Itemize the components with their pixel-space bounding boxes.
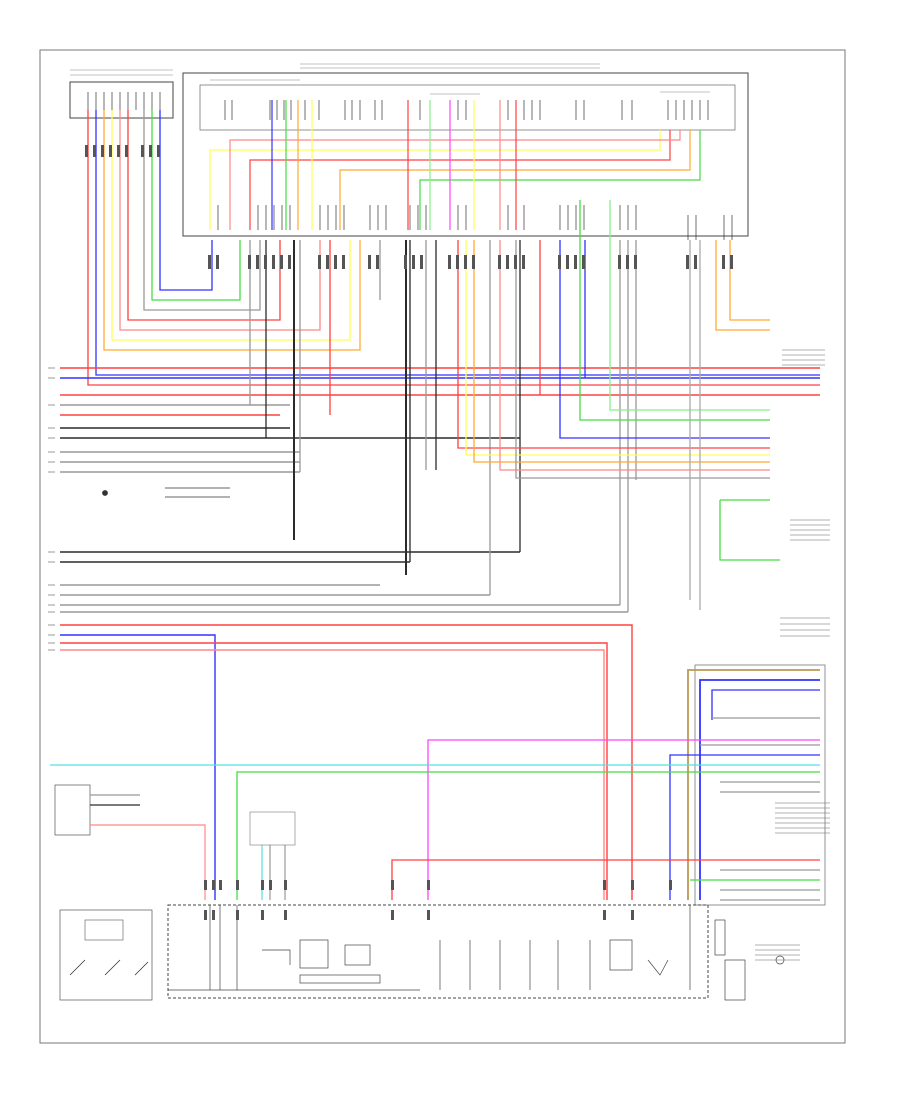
connector-block-left — [69, 81, 174, 119]
bus-red-5 — [60, 642, 608, 900]
wire-gray-left — [143, 110, 261, 311]
bus-blue-2 — [60, 634, 216, 900]
bus-red-inner — [249, 130, 671, 230]
right-colored-wires — [457, 200, 780, 610]
combination-meter-block — [167, 904, 709, 999]
left-connector-pins — [87, 92, 161, 110]
bus-pink-5 — [60, 649, 605, 900]
horizontal-buses — [60, 367, 820, 900]
wire-blue-left — [159, 110, 213, 291]
inner-buses — [209, 100, 701, 230]
right-block-wires — [50, 669, 820, 901]
wire-pink-left — [119, 110, 321, 331]
main-connector-pins-bottom — [209, 205, 733, 240]
wire-blue-left-2 — [95, 110, 820, 376]
left-connector-wires — [87, 110, 820, 386]
speedometer-switches — [69, 959, 149, 976]
left-edge-ticks — [48, 367, 55, 651]
sensor-box-wires — [90, 794, 206, 900]
meter-internal-parts — [168, 905, 691, 991]
wire-red-left — [127, 110, 281, 321]
terminal-markers — [85, 145, 733, 920]
connector-block-main — [182, 72, 749, 237]
vertical-drops — [249, 240, 637, 612]
connector-block-right — [694, 664, 826, 906]
ground-symbol — [102, 487, 230, 498]
wire-red-left-2 — [87, 110, 820, 386]
speedometer-box — [59, 909, 153, 1001]
bus-red-4 — [60, 624, 633, 900]
connector-block-main-inner — [199, 84, 736, 131]
bus-green-inner — [419, 130, 701, 230]
wire-orange-left — [103, 110, 361, 351]
lamp-symbols — [714, 919, 785, 1001]
diagram-frame — [39, 49, 846, 1044]
sensor-box-left — [54, 784, 91, 836]
bus-orange-inner — [339, 130, 691, 230]
middle-small-drops — [249, 811, 296, 900]
right-connector-labels — [755, 349, 830, 961]
wire-yellow-left — [111, 110, 351, 341]
wire-green-left — [151, 110, 241, 301]
bus-pink-inner — [229, 130, 681, 230]
